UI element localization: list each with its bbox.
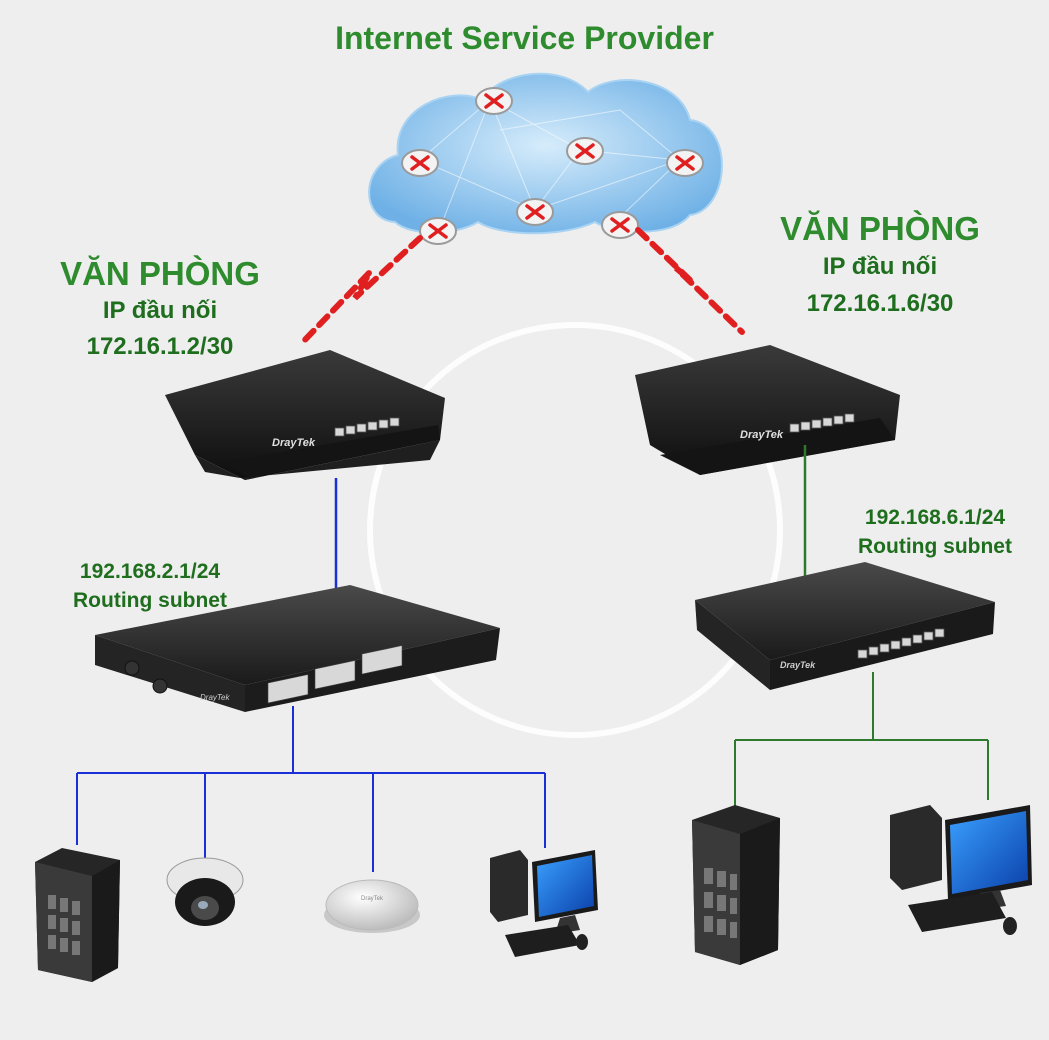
- isp-node-icon: [600, 210, 640, 240]
- office-right-ip: 172.16.1.6/30: [806, 290, 954, 317]
- office-left-ip: 172.16.1.2/30: [86, 333, 234, 360]
- dome-camera-icon: [166, 857, 244, 926]
- office-left-name: VĂN PHÒNG: [60, 255, 260, 292]
- access-point-icon: DrayTek: [324, 879, 420, 933]
- wan-link-left: [297, 235, 423, 348]
- lan-bus-left: [76, 706, 546, 872]
- brand-logo: DrayTek: [200, 693, 230, 702]
- wan-link-right: [635, 227, 745, 335]
- server-icon: [692, 805, 780, 965]
- switch-left: DrayTek: [95, 585, 500, 712]
- desktop-pc-icon: [890, 805, 1032, 935]
- isp-node-icon: [418, 216, 458, 246]
- office-right-name: VĂN PHÒNG: [780, 210, 980, 247]
- subnet-right-address: 192.168.6.1/24: [864, 506, 1006, 529]
- brand-logo: DrayTek: [272, 437, 316, 449]
- desktop-pc-icon: [490, 850, 598, 957]
- isp-node-icon: [565, 136, 605, 166]
- background-ring: [367, 322, 783, 738]
- diagram-title: Internet Service Provider: [335, 20, 714, 56]
- subnet-left-address: 192.168.2.1/24: [79, 560, 221, 583]
- isp-node-icon: [474, 86, 514, 116]
- brand-logo: DrayTek: [780, 660, 816, 670]
- server-icon: [35, 848, 120, 982]
- isp-node-icon: [665, 148, 705, 178]
- brand-logo: DrayTek: [740, 429, 784, 441]
- router-left: DrayTek: [165, 350, 445, 480]
- isp-node-icon: [515, 197, 555, 227]
- switch-ports: [267, 645, 403, 704]
- subnet-right-label: Routing subnet: [858, 535, 1012, 558]
- brand-logo: DrayTek: [361, 896, 384, 902]
- office-left-ip-label: IP đầu nối: [102, 297, 218, 324]
- subnet-left-label: Routing subnet: [73, 589, 227, 612]
- office-right-ip-label: IP đầu nối: [822, 253, 938, 280]
- lan-bus-right: [734, 672, 989, 810]
- isp-node-icon: [400, 148, 440, 178]
- router-right: DrayTek: [635, 345, 900, 475]
- switch-right: DrayTek: [695, 562, 995, 690]
